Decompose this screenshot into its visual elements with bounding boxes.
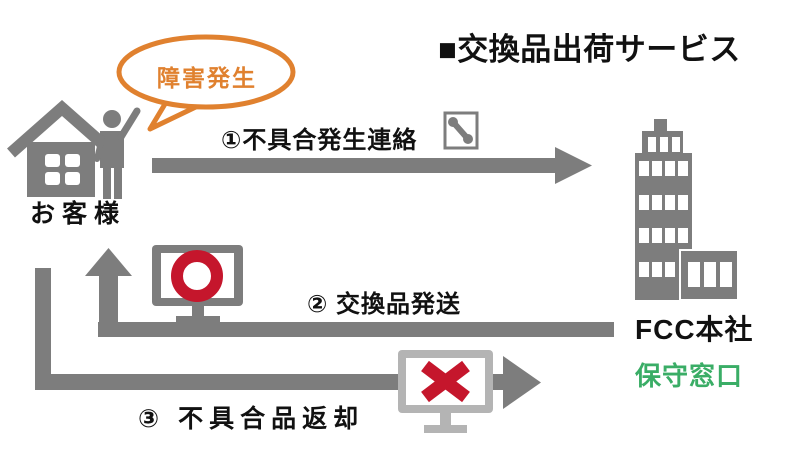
- phone-icon: [443, 111, 479, 150]
- house-person-icon: [7, 99, 141, 199]
- monitor-ng-icon: [398, 350, 493, 433]
- maintenance-contact-label: 保守窓口: [635, 361, 744, 391]
- step-3-label: ③ 不具合品返却: [138, 405, 365, 433]
- page-title: ■交換品出荷サービス: [438, 32, 741, 67]
- arrow-step1-right: [152, 147, 592, 184]
- step-2-label: ② 交換品発送: [307, 291, 461, 318]
- red-cross-icon: [421, 360, 470, 403]
- speech-bubble: [116, 34, 296, 132]
- customer-label: お客様: [30, 200, 127, 228]
- monitor-ok-icon: [152, 245, 243, 324]
- arrow-step2-left-up: [85, 248, 614, 337]
- step-1-label: ①不具合発生連絡: [221, 127, 418, 154]
- hq-label: FCC本社: [635, 314, 754, 345]
- failure-callout-label: 障害発生: [157, 65, 257, 91]
- arrow-step3-down-right: [35, 268, 541, 409]
- red-circle-icon: [171, 250, 223, 302]
- office-building-icon: [635, 119, 739, 301]
